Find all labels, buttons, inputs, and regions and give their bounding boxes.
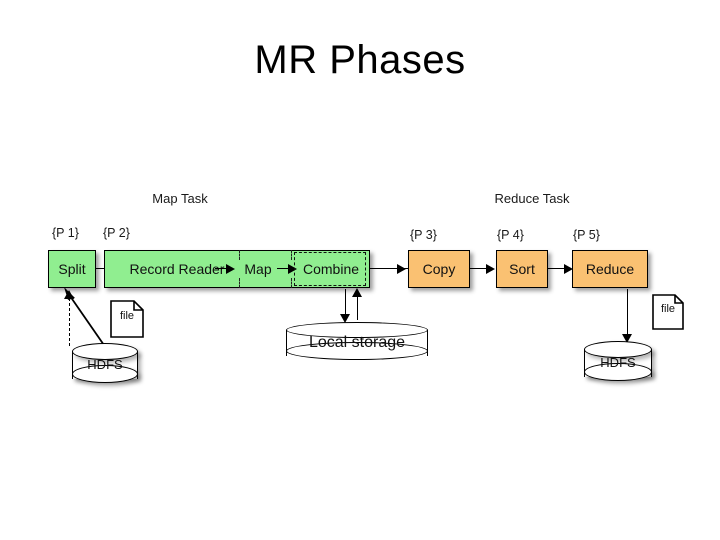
optional-phase-outline-combine bbox=[294, 252, 366, 286]
file-output-icon bbox=[652, 294, 684, 330]
flow-local-storage-to-copy bbox=[357, 292, 358, 320]
phase-tag-p4: {P 4} bbox=[497, 228, 524, 242]
local-storage-label: Local storage bbox=[308, 334, 406, 351]
page-title: MR Phases bbox=[254, 38, 466, 82]
map-task-band bbox=[104, 250, 370, 288]
flow-sort-to-reduce bbox=[548, 268, 568, 269]
flow-reduce-to-hdfs-output bbox=[627, 289, 628, 339]
hdfs-input-bottom bbox=[72, 365, 138, 383]
band-divider-tick-top-1 bbox=[239, 250, 240, 260]
hdfs-output-top bbox=[584, 341, 652, 358]
local-storage-bottom bbox=[286, 342, 428, 360]
hdfs-output-bottom bbox=[584, 363, 652, 381]
arrowhead-copy-to-sort bbox=[486, 264, 495, 274]
arrowhead-reduce-to-hdfs-output bbox=[622, 334, 632, 343]
arrowhead-record-reader-to-map bbox=[226, 264, 235, 274]
arrowhead-map-to-combine bbox=[288, 264, 297, 274]
process-box-split[interactable]: Split bbox=[48, 250, 96, 288]
process-box-copy[interactable]: Copy bbox=[408, 250, 470, 288]
process-box-reduce[interactable]: Reduce bbox=[572, 250, 648, 288]
arrowhead-combine-to-copy bbox=[397, 264, 406, 274]
arrowhead-sort-to-reduce bbox=[564, 264, 573, 274]
datastore-hdfs-input: HDFS bbox=[72, 343, 138, 387]
flow-map-to-combine bbox=[277, 268, 291, 269]
phase-tag-p1: {P 1} bbox=[52, 226, 79, 240]
arrowhead-hdfs-input-to-record-reader bbox=[64, 290, 74, 299]
process-box-record-reader[interactable]: Record Reader bbox=[129, 261, 225, 277]
phase-tag-p3: {P 3} bbox=[410, 228, 437, 242]
file-input-icon bbox=[110, 300, 144, 338]
local-storage-top bbox=[286, 322, 428, 338]
process-box-combine[interactable]: Combine bbox=[302, 261, 360, 277]
arrowhead-local-storage-to-copy bbox=[352, 288, 362, 297]
flow-hdfs-input-to-record-reader bbox=[69, 298, 70, 346]
hdfs-input-label: HDFS bbox=[87, 357, 123, 372]
phase-tag-p2: {P 2} bbox=[103, 226, 130, 240]
band-divider-tick-bottom-1 bbox=[239, 278, 240, 288]
flow-combine-to-copy bbox=[370, 268, 408, 269]
phase-tag-p5: {P 5} bbox=[573, 228, 600, 242]
process-box-sort[interactable]: Sort bbox=[496, 250, 548, 288]
map-task-label: Map Task bbox=[152, 191, 208, 206]
file-output-label: file bbox=[660, 303, 676, 315]
arrowhead-combine-to-local-storage bbox=[340, 314, 350, 323]
flow-combine-to-local-storage bbox=[345, 289, 346, 317]
process-box-map[interactable]: Map bbox=[244, 261, 272, 277]
datastore-hdfs-output: HDFS bbox=[584, 341, 652, 385]
flow-copy-to-sort bbox=[470, 268, 490, 269]
file-input-label: file bbox=[119, 310, 135, 322]
hdfs-input-top bbox=[72, 343, 138, 360]
flow-record-reader-to-map bbox=[215, 268, 229, 269]
band-divider-tick-bottom-2 bbox=[291, 278, 292, 288]
reduce-task-label: Reduce Task bbox=[494, 191, 570, 206]
band-divider-tick-top-2 bbox=[291, 250, 292, 260]
hdfs-output-label: HDFS bbox=[600, 355, 636, 370]
datastore-local-storage: Local storage bbox=[286, 322, 428, 364]
